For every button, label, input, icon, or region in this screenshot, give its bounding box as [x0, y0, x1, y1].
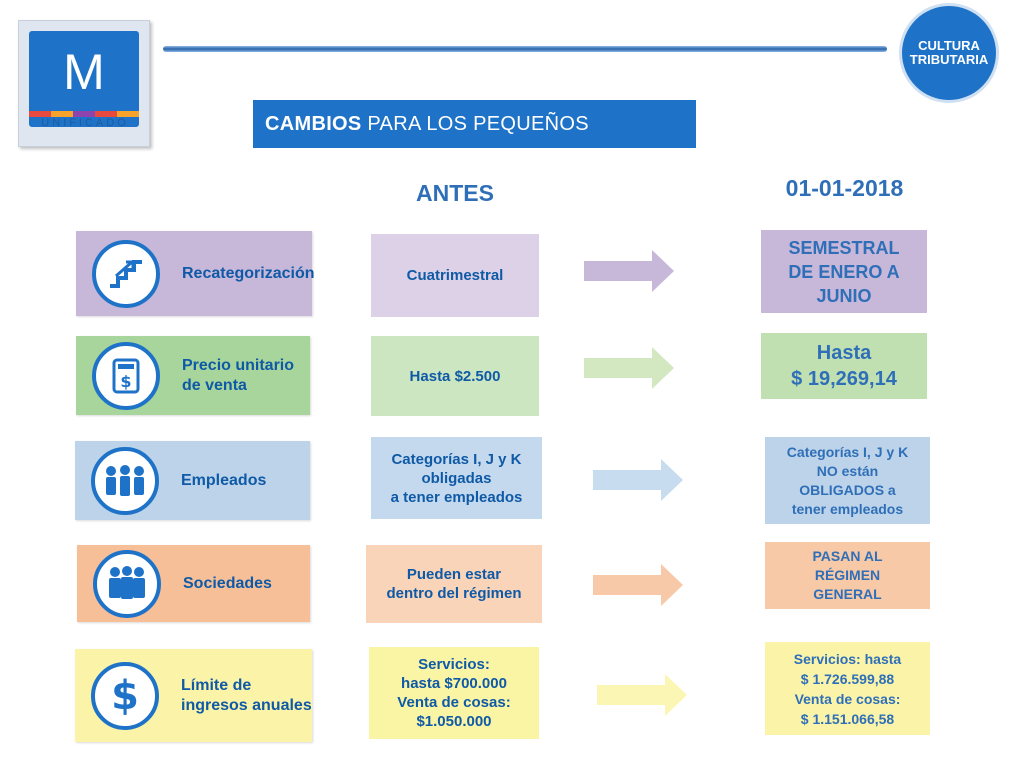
title-banner: CAMBIOS PARA LOS PEQUEÑOS CONTRIBUYENTES: [253, 100, 696, 183]
before-line: Pueden estar: [406, 566, 502, 583]
title-rest: PARA LOS PEQUEÑOS CONTRIBUYENTES: [265, 113, 589, 183]
heading-before: ANTES: [416, 180, 494, 206]
before-line: $1.050.000: [416, 713, 492, 730]
after-line: Servicios: hasta: [793, 650, 902, 667]
heading-after-date: 01-01-2018: [785, 175, 904, 201]
row-empleados-before: Categorías I, J y K obligadas a tener em…: [371, 437, 542, 519]
before-line: Categorías I, J y K: [391, 450, 522, 468]
before-text: Hasta $2.500: [409, 367, 501, 385]
row-label-line: ingresos anuales: [181, 696, 312, 714]
after-line: JUNIO: [816, 285, 872, 306]
badge-line-1: CULTURA: [918, 38, 980, 53]
before-line: a tener empleados: [390, 488, 523, 506]
dollar-icon: $: [91, 661, 159, 730]
after-line: Categorías I, J y K: [786, 443, 909, 460]
before-line: hasta $700.000: [401, 675, 507, 692]
row-label-text: Sociedades: [183, 574, 272, 592]
before-text: Cuatrimestral: [406, 267, 504, 284]
row-label-line: Límite de: [181, 676, 252, 694]
unificado-logo: M UNIFICADO: [18, 20, 150, 147]
before-line: dentro del régimen: [386, 585, 522, 602]
row-limite-label: $ Límite de ingresos anuales: [75, 649, 312, 742]
row-sociedades-after: PASAN AL RÉGIMEN GENERAL: [765, 542, 930, 609]
row-sociedades-before: Pueden estar dentro del régimen: [366, 545, 542, 623]
after-line: tener empleados: [791, 500, 904, 517]
after-line: $ 1.726.599,88: [800, 670, 895, 687]
arrow-right-icon: [593, 459, 683, 501]
row-label-line: de venta: [182, 376, 247, 394]
row-label-line: Precio unitario: [182, 356, 295, 374]
arrow-right-icon: [584, 347, 674, 389]
row-label-text: Empleados: [181, 471, 267, 489]
row-empleados-after: Categorías I, J y K NO están OBLIGADOS a…: [765, 437, 930, 524]
after-line: Hasta: [816, 342, 872, 364]
stairs-icon: [92, 239, 160, 308]
row-precio-after: Hasta $ 19,269,14: [761, 333, 927, 399]
row-sociedades-label: Sociedades: [77, 545, 310, 622]
arrow-right-icon: [597, 674, 687, 716]
after-line: $ 1.151.066,58: [800, 710, 895, 727]
after-line: SEMESTRAL: [788, 237, 900, 258]
arrow-right-icon: [584, 250, 674, 292]
svg-text:$: $: [120, 372, 131, 391]
row-precio-before: Hasta $2.500: [371, 336, 539, 416]
before-line: Venta de cosas:: [397, 694, 511, 711]
row-recategorizacion-label: Recategorización: [76, 231, 315, 316]
arrow-right-icon: [593, 564, 683, 606]
after-line: OBLIGADOS a: [799, 481, 896, 498]
after-line: RÉGIMEN: [814, 567, 881, 583]
people-icon: [91, 446, 159, 515]
row-precio-label: $ Precio unitario de venta: [76, 336, 310, 415]
after-line: DE ENERO A: [788, 261, 900, 282]
header-divider: [163, 46, 887, 52]
group-icon: [93, 549, 161, 618]
row-empleados-label: Empleados: [75, 441, 310, 520]
after-line: PASAN AL: [812, 548, 883, 564]
badge-line-2: TRIBUTARIA: [909, 52, 989, 67]
logo-letter: M: [63, 44, 105, 100]
cultura-tributaria-badge: CULTURA TRIBUTARIA: [902, 6, 996, 100]
before-line: obligadas: [421, 469, 492, 487]
before-line: Servicios:: [418, 656, 490, 673]
row-limite-after: Servicios: hasta $ 1.726.599,88 Venta de…: [765, 642, 930, 735]
logo-stripes: [29, 111, 139, 117]
after-line: NO están: [816, 462, 879, 479]
price-tag-icon: $: [92, 341, 160, 410]
logo-word: UNIFICADO: [41, 117, 129, 129]
row-limite-before: Servicios: hasta $700.000 Venta de cosas…: [369, 647, 539, 739]
after-line: GENERAL: [813, 586, 882, 602]
after-line: $ 19,269,14: [791, 368, 897, 390]
after-line: Venta de cosas:: [794, 690, 901, 707]
row-recategorizacion-after: SEMESTRAL DE ENERO A JUNIO: [761, 230, 927, 313]
title-bold: CAMBIOS: [265, 113, 362, 135]
row-label-text: Recategorización: [182, 264, 315, 282]
row-recategorizacion-before: Cuatrimestral: [371, 234, 539, 317]
